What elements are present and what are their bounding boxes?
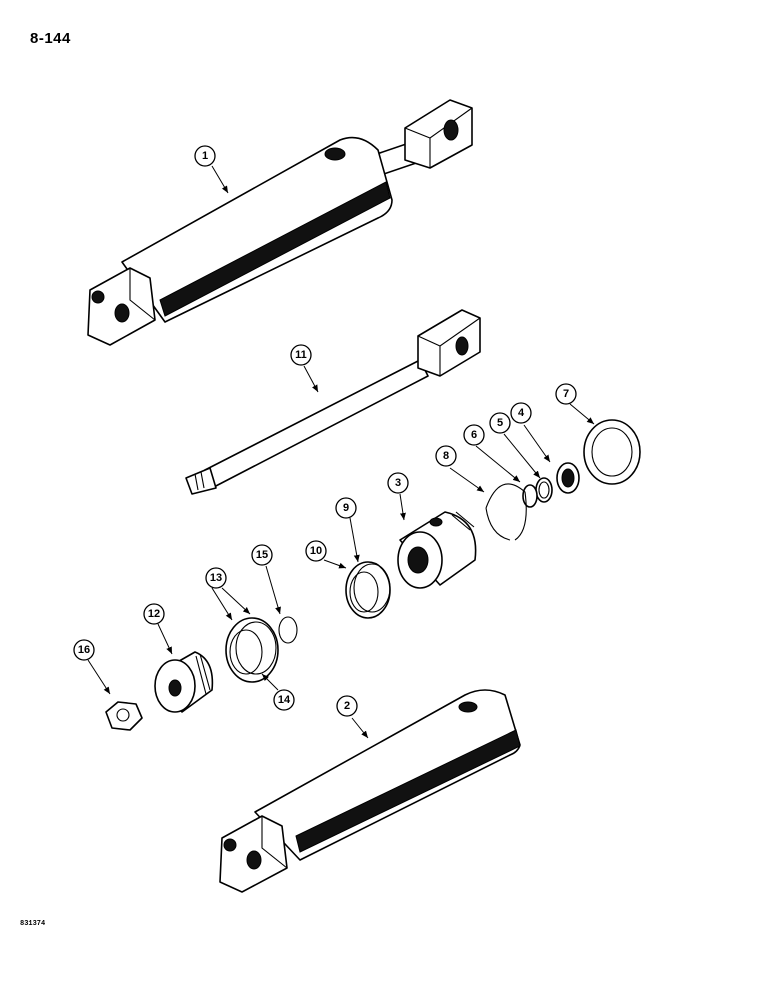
cylinder-assembly: [87, 99, 473, 346]
callout-12: 12: [143, 603, 165, 625]
seals: [485, 419, 641, 541]
callout-6: 6: [463, 424, 485, 446]
callout-1: 1: [194, 145, 216, 167]
callout-8: 8: [435, 445, 457, 467]
callout-16: 16: [73, 639, 95, 661]
callout-14: 14: [273, 689, 295, 711]
svg-text:6: 6: [471, 429, 477, 441]
callout-10: 10: [305, 540, 327, 562]
svg-text:8: 8: [443, 450, 449, 462]
callout-4: 4: [510, 402, 532, 424]
svg-text:10: 10: [310, 545, 322, 557]
svg-text:14: 14: [278, 694, 291, 706]
piston-rod: [185, 309, 481, 495]
svg-text:7: 7: [563, 388, 569, 400]
callout-11: 11: [290, 344, 312, 366]
wear-rings: [345, 561, 391, 619]
leader-lines: [87, 165, 595, 739]
page-number: 8-144: [30, 30, 71, 47]
piston: [154, 651, 214, 713]
svg-text:4: 4: [518, 407, 525, 419]
callout-3: 3: [387, 472, 409, 494]
svg-text:12: 12: [148, 608, 160, 620]
svg-text:2: 2: [344, 700, 350, 712]
figure-code: 831374: [20, 920, 46, 928]
barrel: [219, 689, 521, 893]
svg-text:15: 15: [256, 549, 268, 561]
svg-text:1: 1: [202, 150, 208, 162]
piston-seals: [225, 616, 298, 683]
callout-9: 9: [335, 497, 357, 519]
gland: [397, 511, 477, 589]
svg-text:9: 9: [343, 502, 349, 514]
callout-2: 2: [336, 695, 358, 717]
svg-text:13: 13: [210, 572, 222, 584]
svg-text:3: 3: [395, 477, 401, 489]
callout-5: 5: [489, 412, 511, 434]
callout-7: 7: [555, 383, 577, 405]
svg-text:5: 5: [497, 417, 503, 429]
svg-text:11: 11: [295, 349, 307, 361]
nut: [105, 701, 143, 731]
callout-15: 15: [251, 544, 273, 566]
svg-text:16: 16: [78, 644, 90, 656]
callout-13: 13: [205, 567, 227, 589]
